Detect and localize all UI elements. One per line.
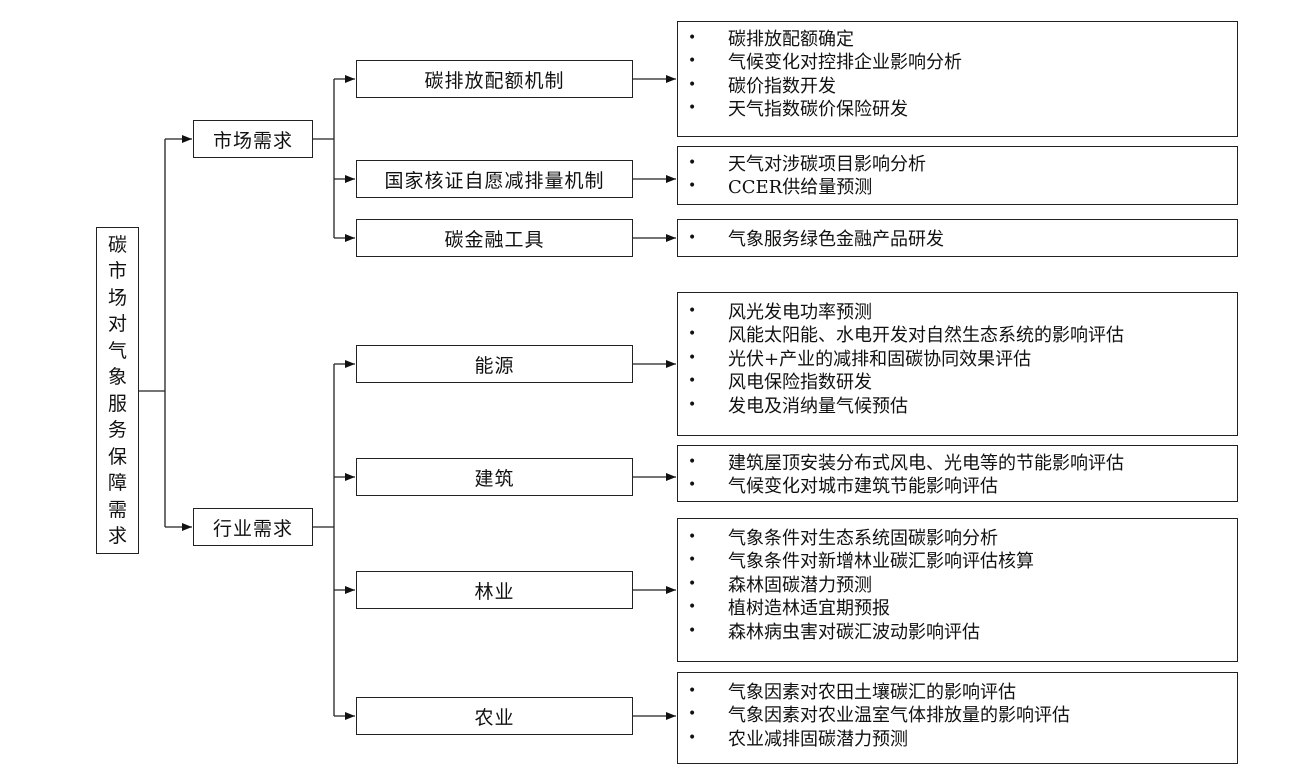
list-item-text: 森林固碳潜力预测 (728, 574, 872, 596)
list-item: • 农业减排固碳潜力预测 (688, 726, 1237, 750)
list-item: • 气象条件对生态系统固碳影响分析 (688, 525, 1237, 549)
list-item-text: 天气指数碳价保险研发 (728, 99, 908, 121)
bullet-icon: • (688, 706, 697, 723)
root-label-char: 对 (107, 313, 127, 335)
list-item: • 天气对涉碳项目影响分析 (688, 151, 1237, 175)
list-item-text: 气候变化对控排企业影响分析 (728, 52, 962, 74)
node-carbon-finance: 碳金融工具 (356, 219, 633, 257)
node-market-demand: 市场需求 (193, 120, 313, 158)
node-ccer: 国家核证自愿减排量机制 (356, 160, 633, 198)
list-item-text: CCER供给量预测 (728, 177, 873, 199)
node-agriculture: 农业 (356, 697, 633, 735)
list-item: • 森林固碳潜力预测 (688, 572, 1237, 596)
root-label-char: 求 (107, 525, 127, 547)
list-item: • 风电保险指数研发 (688, 370, 1237, 394)
list-forestry: • 气象条件对生态系统固碳影响分析 • 气象条件对新增林业碳汇影响评估核算 • 森林固碳潜… (677, 518, 1238, 662)
bullet-icon: • (688, 100, 697, 117)
list-item: • 气候变化对城市建筑节能影响评估 (688, 474, 1237, 498)
list-item-text: 发电及消纳量气候预估 (728, 395, 908, 417)
node-forestry: 林业 (356, 571, 633, 609)
list-item: • 风光发电功率预测 (688, 299, 1237, 323)
bullet-icon: • (688, 682, 697, 699)
list-item: • 气象条件对新增林业碳汇影响评估核算 (688, 549, 1237, 573)
list-carbon-finance: • 气象服务绿色金融产品研发 (677, 219, 1238, 257)
list-item-text: 气候变化对城市建筑节能影响评估 (728, 476, 998, 498)
list-item: • 森林病虫害对碳汇波动影响评估 (688, 619, 1237, 643)
bullet-icon: • (688, 528, 697, 545)
list-item-text: 碳价指数开发 (728, 75, 836, 97)
list-item-text: 森林病虫害对碳汇波动影响评估 (728, 621, 980, 643)
list-energy: • 风光发电功率预测 • 风能太阳能、水电开发对自然生态系统的影响评估 • 光伏+产业的减… (677, 292, 1238, 436)
list-item-text: 风能太阳能、水电开发对自然生态系统的影响评估 (728, 325, 1124, 347)
bullet-icon: • (688, 302, 697, 319)
root-label-char: 障 (107, 472, 127, 494)
bullet-icon: • (688, 373, 697, 390)
connector-market (312, 79, 335, 238)
root-label-char: 碳 (107, 233, 127, 256)
bullet-icon: • (688, 575, 697, 592)
bullet-icon: • (688, 326, 697, 343)
list-item-text: 气象条件对新增林业碳汇影响评估核算 (728, 551, 1034, 573)
list-item-text: 气象条件对生态系统固碳影响分析 (728, 527, 998, 549)
connector-industry (312, 364, 335, 716)
bullet-icon: • (688, 76, 697, 93)
bullet-icon: • (688, 599, 697, 616)
list-carbon-quota: • 碳排放配额确定 • 气候变化对控排企业影响分析 • 碳价指数开发 • 天气指数碳价保险研发 (677, 21, 1238, 137)
node-building: 建筑 (356, 458, 633, 496)
bullet-icon: • (688, 53, 697, 70)
list-ccer: • 天气对涉碳项目影响分析 • CCER供给量预测 (677, 146, 1238, 205)
root-label-char: 保 (107, 445, 127, 468)
bullet-icon: • (688, 349, 697, 366)
bullet-icon: • (688, 178, 697, 195)
list-item: • 气象因素对农业温室气体排放量的影响评估 (688, 703, 1237, 727)
list-item: • 光伏+产业的减排和固碳协同效果评估 (688, 346, 1237, 370)
list-item: • 植树造林适宜期预报 (688, 596, 1237, 620)
list-item-text: 气象因素对农业温室气体排放量的影响评估 (728, 705, 1070, 727)
bullet-icon: • (688, 29, 697, 46)
list-item-text: 农业减排固碳潜力预测 (728, 728, 908, 750)
node-carbon-quota: 碳排放配额机制 (356, 60, 633, 98)
root-node: 碳市场对气象服务保障需求 (96, 227, 139, 554)
bullet-icon: • (688, 396, 697, 413)
root-label-char: 服 (107, 392, 127, 415)
bullet-icon: • (688, 477, 697, 494)
list-item: • 风能太阳能、水电开发对自然生态系统的影响评估 (688, 323, 1237, 347)
list-item: • 碳排放配额确定 (688, 26, 1237, 50)
list-item-text: 建筑屋顶安装分布式风电、光电等的节能影响评估 (728, 452, 1124, 474)
list-item: • 气象因素对农田土壤碳汇的影响评估 (688, 679, 1237, 703)
bullet-icon: • (688, 552, 697, 569)
list-item-text: 气象因素对农田土壤碳汇的影响评估 (728, 681, 1016, 703)
bullet-icon: • (688, 229, 697, 246)
list-item: • 建筑屋顶安装分布式风电、光电等的节能影响评估 (688, 450, 1237, 474)
list-item: • 气候变化对控排企业影响分析 (688, 50, 1237, 74)
list-item-text: 气象服务绿色金融产品研发 (728, 228, 944, 250)
bullet-icon: • (688, 453, 697, 470)
root-label-char: 象 (107, 366, 127, 388)
list-item: • 天气指数碳价保险研发 (688, 97, 1237, 121)
list-item-text: 光伏+产业的减排和固碳协同效果评估 (728, 348, 1032, 370)
list-item: • CCER供给量预测 (688, 175, 1237, 199)
list-item-text: 天气对涉碳项目影响分析 (728, 153, 926, 175)
root-label-char: 需 (107, 498, 127, 521)
list-item: • 气象服务绿色金融产品研发 (688, 226, 1237, 250)
bullet-icon: • (688, 154, 697, 171)
node-industry-demand: 行业需求 (193, 508, 313, 546)
list-agriculture: • 气象因素对农田土壤碳汇的影响评估 • 气象因素对农业温室气体排放量的影响评估 • 农业… (677, 672, 1238, 764)
root-label-char: 市 (107, 260, 127, 282)
root-label-char: 务 (107, 419, 127, 441)
root-label-char: 气 (107, 339, 127, 362)
bullet-icon: • (688, 622, 697, 639)
list-item-text: 风光发电功率预测 (728, 301, 872, 323)
bullet-icon: • (688, 729, 697, 746)
list-item: • 碳价指数开发 (688, 73, 1237, 97)
list-building: • 建筑屋顶安装分布式风电、光电等的节能影响评估 • 气候变化对城市建筑节能影响评估 (677, 445, 1238, 502)
connector-root (138, 139, 166, 527)
list-item-text: 植树造林适宜期预报 (728, 598, 890, 620)
list-item: • 发电及消纳量气候预估 (688, 393, 1237, 417)
list-item-text: 碳排放配额确定 (728, 28, 854, 50)
node-energy: 能源 (356, 345, 633, 383)
root-label-char: 场 (107, 286, 127, 309)
list-item-text: 风电保险指数研发 (728, 372, 872, 394)
